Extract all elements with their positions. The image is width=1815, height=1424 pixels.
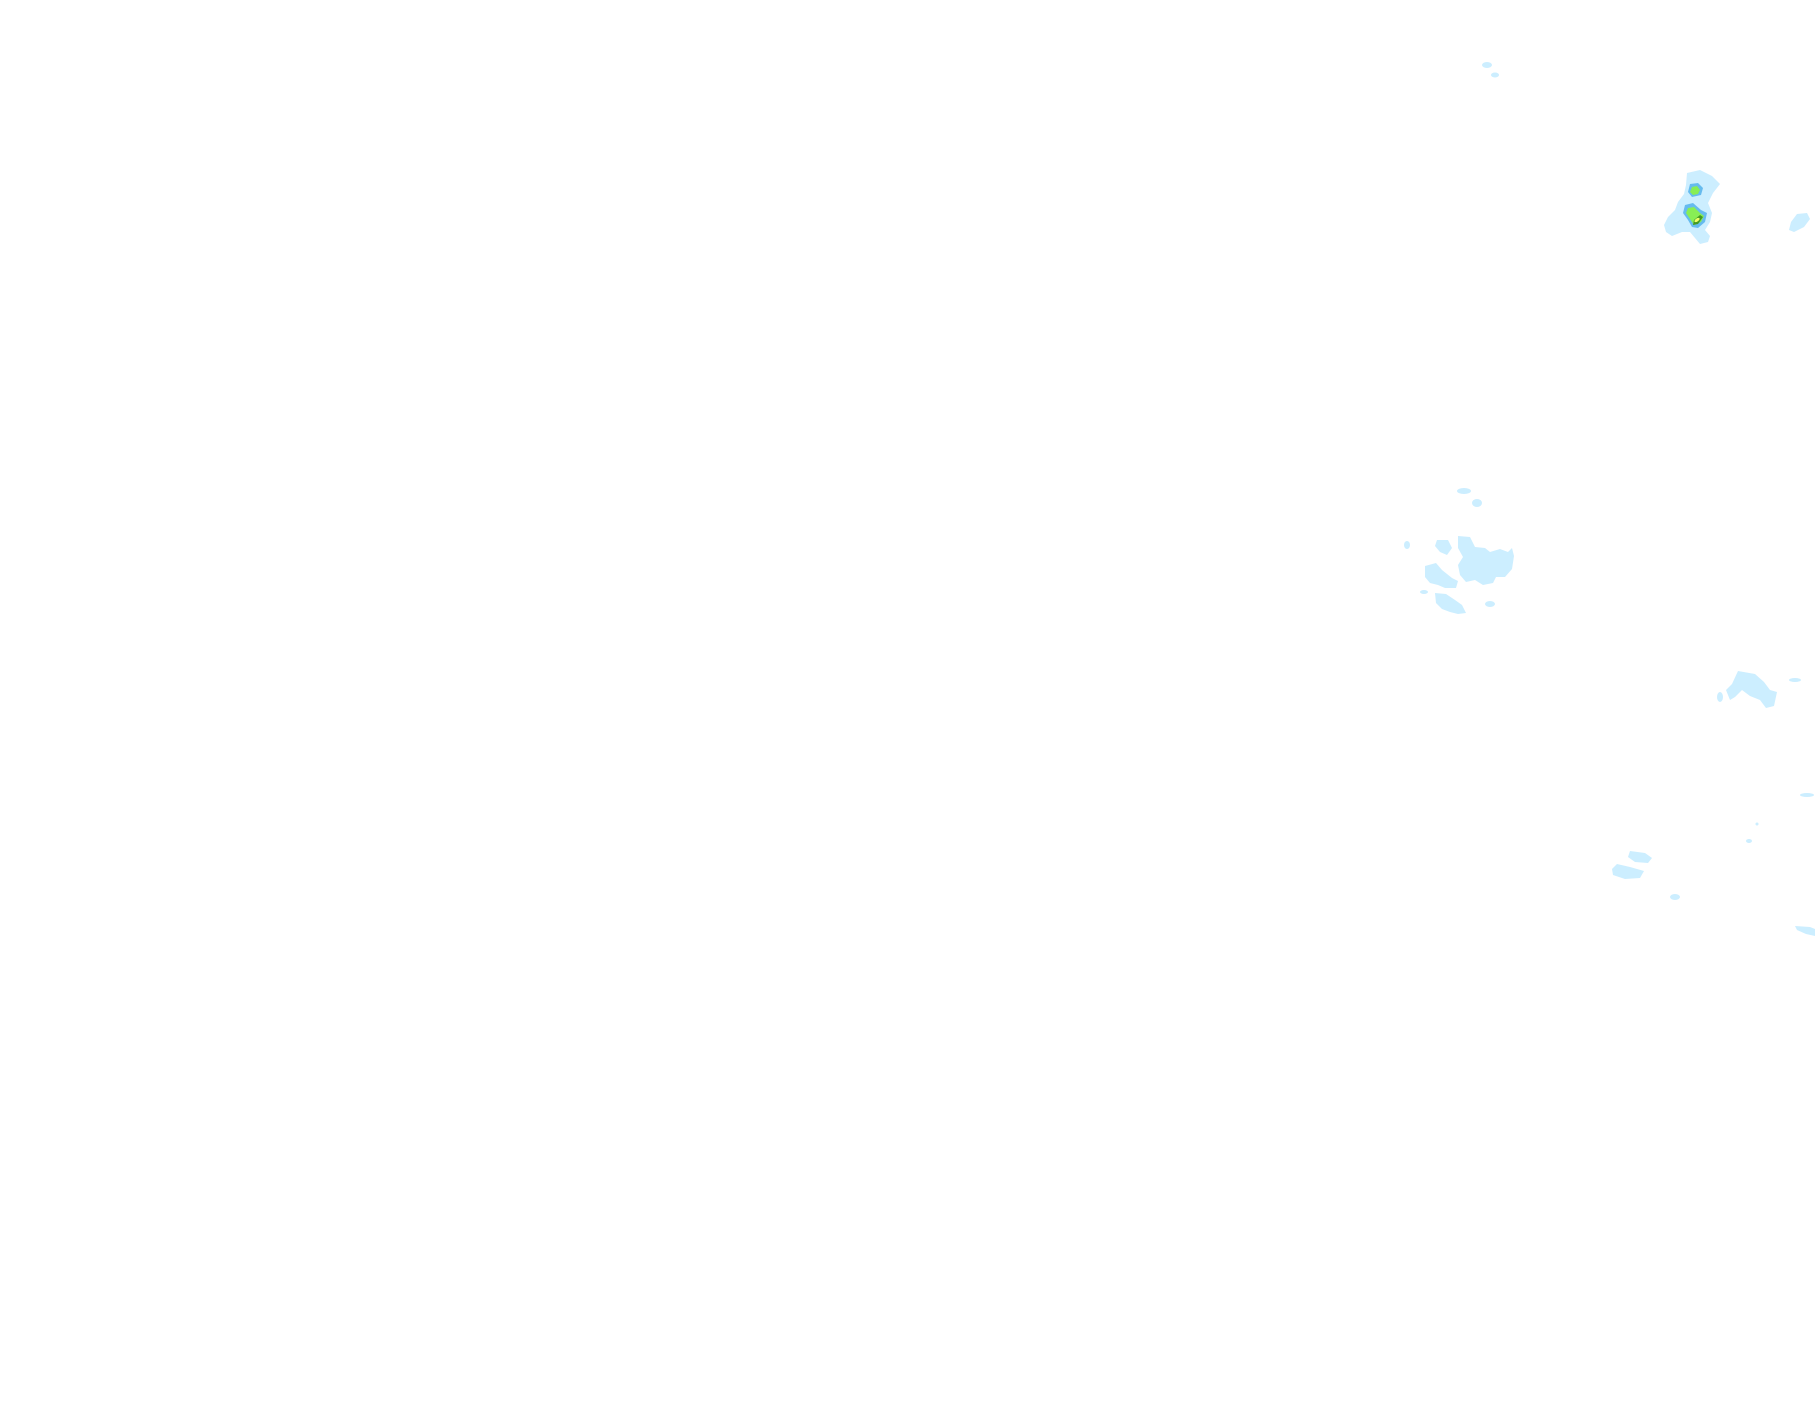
- precip-cell-east-edge: [1789, 213, 1810, 232]
- precip-cell-northeast-storm: [1664, 170, 1720, 244]
- precip-cluster-southeast: [1612, 851, 1815, 936]
- precip-cluster-central: [1404, 488, 1514, 614]
- precip-cell-east-mid: [1717, 671, 1814, 843]
- precip-cell-north-small: [1482, 62, 1499, 78]
